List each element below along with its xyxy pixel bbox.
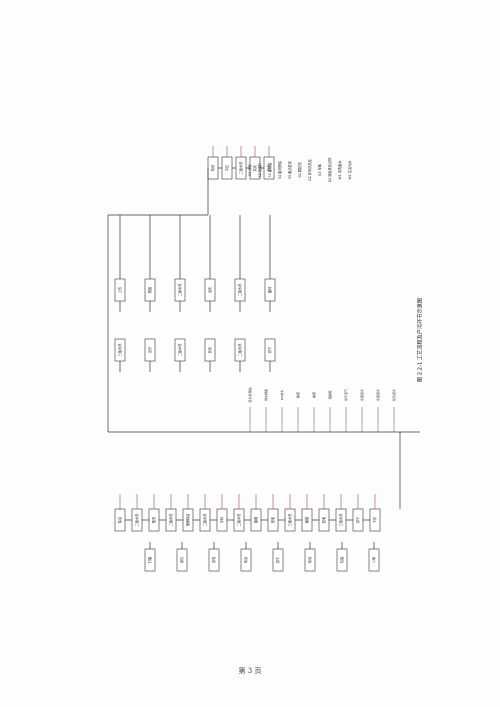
legend-item-6: G2 非甲烷总烃	[307, 158, 312, 180]
far-left-node-2-label: 清洗	[211, 556, 216, 563]
left-node-14-label: 烘干	[355, 516, 360, 523]
left-node-8-label: 镀镍	[253, 516, 258, 523]
far-left-node-0-label: 打磨	[147, 556, 152, 563]
right-node-4-label: 封闭	[266, 165, 271, 171]
top-node-10-label: 二级水洗	[237, 343, 242, 357]
top-node-5-label: 镀锌	[267, 286, 272, 293]
far-left-node-5-label: 检验	[307, 556, 312, 563]
left-node-6-label: 中和	[219, 517, 224, 523]
far-left-node-6-label: 包装	[339, 556, 344, 563]
top-node-9-label: 钝化	[207, 346, 212, 353]
far-left-node-7-label: 入库	[371, 556, 376, 563]
far-left-node-1-label: 抛光	[179, 556, 184, 563]
far-left-node-4-label: 烘干	[275, 556, 280, 563]
annotation-1: 纯水制备	[263, 389, 268, 401]
page-number: 第 3 页	[238, 667, 262, 675]
legend-item-9: W1 清洗废水	[337, 160, 342, 180]
left-node-2-label: 酸洗	[151, 516, 156, 523]
top-node-4-label: 二级水洗	[237, 283, 242, 297]
top-node-1-label: 脱脂	[147, 286, 152, 293]
top-node-0-label: 上件	[117, 286, 122, 293]
annotation-8: 含铬废水	[375, 389, 380, 401]
left-node-0-label: 除油	[117, 517, 122, 523]
legend-item-5: G1 颗粒物	[297, 162, 302, 178]
right-node-1-label: 冲压	[224, 164, 229, 171]
left-node-3-label: 二级水洗	[168, 513, 173, 527]
left-node-1-label: 二级水洗	[134, 513, 139, 527]
left-node-7-label: 二级水洗	[236, 513, 241, 527]
figure-caption: 图 2.2-1 工艺流程及产污环节示意图	[416, 298, 424, 382]
right-node-3-label: 钝化	[252, 164, 257, 171]
annotation-3: 酸雾	[295, 392, 300, 398]
left-node-15-label: 下件	[372, 516, 377, 523]
top-node-6-label: 三级水洗	[117, 343, 122, 357]
left-node-9-label: 回收	[270, 516, 275, 523]
right-node-0-label: 剪切	[210, 165, 215, 171]
left-node-10-label: 三级水洗	[287, 513, 292, 527]
legend-item-10: W2 生活污水	[347, 160, 352, 180]
top-node-3-label: 活化	[207, 286, 212, 293]
annotation-4: 碱雾	[311, 392, 316, 398]
annotation-9: 综合废水	[391, 389, 396, 401]
legend-item-3: S4 废润滑油	[277, 161, 282, 179]
legend-item-7: G3 甲苯	[317, 163, 322, 176]
far-left-node-3-label: 喷涂	[243, 556, 248, 563]
legend-item-0: S1 污泥	[247, 163, 252, 175]
left-node-4-label: 电解除油	[185, 514, 190, 527]
annotation-2: RO浓水	[279, 390, 284, 400]
top-node-2-label: 二级水洗	[177, 283, 182, 297]
legend-item-8: G4 锡及其化合物	[327, 157, 332, 182]
legend-item-2: S3 废包装	[267, 162, 272, 177]
top-node-11-label: 烘干	[267, 346, 272, 353]
legend-item-4: S5 废活性炭	[287, 160, 292, 179]
right-node-2-label: 二级水洗	[238, 161, 243, 175]
top-node-8-label: 二级水洗	[177, 343, 182, 357]
annotation-6: 烘干废气	[343, 389, 348, 401]
top-node-7-label: 出光	[147, 346, 152, 353]
annotation-5: 铬酸雾	[327, 390, 332, 399]
left-node-13-label: 三级水洗	[338, 513, 343, 527]
left-node-12-label: 回收	[321, 516, 326, 523]
left-node-11-label: 镀铬	[304, 516, 309, 523]
annotation-0: 废水处理站	[247, 387, 252, 402]
legend-item-1: S2 边角料	[257, 162, 262, 177]
left-node-5-label: 二级水洗	[202, 513, 207, 527]
annotation-7: 含镍废水	[359, 389, 364, 401]
